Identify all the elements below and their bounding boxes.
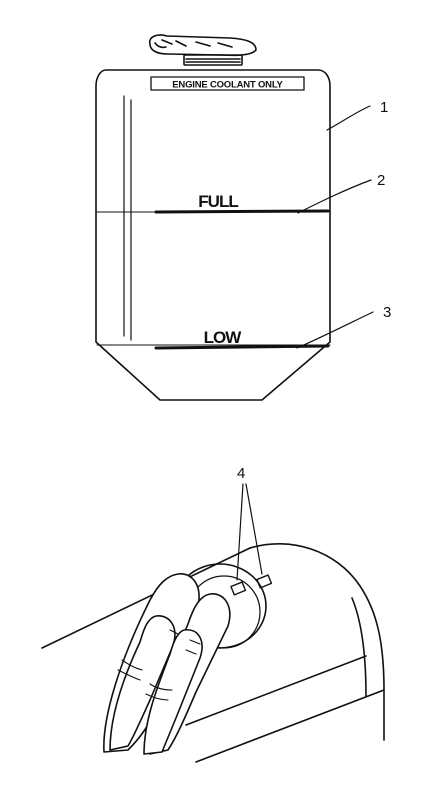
full-level-line: [154, 209, 330, 214]
alignment-mark-cap: [230, 581, 247, 596]
finger-creases: [117, 629, 201, 701]
leader-line-4a: [236, 483, 244, 581]
leader-line-3: [296, 311, 374, 349]
callout-2: 2: [377, 172, 385, 189]
leader-line-4b: [245, 483, 263, 575]
low-level-label: LOW: [204, 328, 243, 347]
callout-1: 1: [380, 99, 388, 116]
hand: [103, 573, 231, 755]
leader-line-2: [297, 179, 372, 214]
callout-3: 3: [383, 304, 391, 321]
reservoir-cap: [148, 34, 257, 66]
coolant-tag-text: ENGINE COOLANT ONLY: [172, 80, 283, 91]
coolant-tag-frame: [150, 76, 305, 91]
callout-4: 4: [237, 465, 245, 482]
alignment-mark-tank: [256, 574, 273, 589]
coolant-reservoir: [95, 69, 331, 401]
full-level-label: FULL: [198, 192, 238, 211]
leader-line-1: [326, 105, 371, 131]
